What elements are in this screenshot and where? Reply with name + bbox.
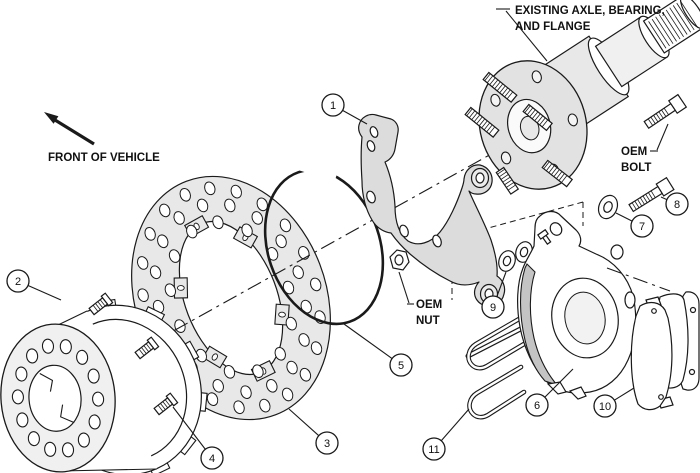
svg-text:7: 7	[639, 221, 645, 233]
callout-7: 7	[615, 212, 654, 238]
callout-10: 10	[593, 387, 635, 418]
oem-nut-label-1: OEM	[416, 299, 442, 311]
pad-brand-text: wilwood	[646, 333, 663, 381]
svg-text:1: 1	[330, 100, 336, 112]
callout-3: 3	[288, 408, 339, 455]
svg-text:8: 8	[674, 199, 680, 211]
hat-face	[0, 323, 116, 473]
svg-text:5: 5	[398, 360, 404, 372]
existing-axle-label-2: AND FLANGE	[515, 21, 591, 33]
pad-axis-dashes	[606, 267, 671, 292]
front-of-vehicle-label: FRONT OF VEHICLE	[48, 152, 160, 164]
wheel-stud	[541, 159, 574, 188]
snap-ring	[263, 161, 385, 326]
arrow-icon	[44, 112, 59, 124]
callout-8: 8	[660, 192, 689, 216]
oem-bolt-label-1: OEM	[621, 146, 647, 158]
oem-bolt	[643, 93, 688, 130]
svg-text:9: 9	[490, 302, 496, 314]
wheel-stud	[464, 106, 500, 138]
svg-text:6: 6	[534, 400, 540, 412]
wheel-stud	[522, 103, 553, 132]
hat-bolt	[88, 292, 114, 316]
svg-text:2: 2	[15, 276, 21, 288]
brake-pads: wilwood	[630, 291, 700, 411]
caliper-mount-bolt	[628, 176, 675, 213]
wheel-stud	[482, 71, 518, 103]
oem-bolt-label-2: BOLT	[621, 162, 651, 174]
oem-nut-label-2: NUT	[416, 315, 440, 327]
svg-text:11: 11	[428, 444, 439, 456]
axle-shaft	[539, 0, 700, 130]
callout-1: 1	[321, 93, 368, 125]
callout-9: 9	[481, 271, 507, 319]
oem-nut	[389, 249, 410, 271]
callout-group: 1 2 3 4 5 6 7 8 9 10 11	[6, 93, 689, 470]
callout-5: 5	[343, 323, 413, 377]
existing-axle-label-1: EXISTING AXLE, BEARING,	[515, 5, 665, 17]
existing-axle-annotation: EXISTING AXLE, BEARING, AND FLANGE	[496, 5, 665, 62]
brake-caliper: wilwood	[517, 210, 637, 400]
svg-text:3: 3	[324, 438, 330, 450]
hat-bolt	[134, 336, 160, 360]
washer	[597, 194, 619, 220]
callout-2: 2	[6, 269, 62, 301]
callout-6: 6	[525, 368, 574, 417]
callout-4: 4	[172, 406, 224, 470]
svg-text:4: 4	[209, 453, 215, 465]
wheel-stud	[495, 166, 520, 195]
bracket-holes	[366, 126, 442, 248]
callout-11: 11	[422, 408, 470, 461]
pad-retainer-clips	[466, 316, 527, 420]
front-of-vehicle-annotation: FRONT OF VEHICLE	[44, 112, 160, 164]
bleed-screw	[537, 228, 552, 245]
hat-bolt	[153, 392, 179, 416]
rotor-hat	[0, 292, 208, 473]
svg-text:10: 10	[599, 401, 611, 413]
oem-nut-annotation: OEM NUT	[398, 271, 442, 327]
oem-bolt-annotation: OEM BOLT	[621, 123, 669, 174]
